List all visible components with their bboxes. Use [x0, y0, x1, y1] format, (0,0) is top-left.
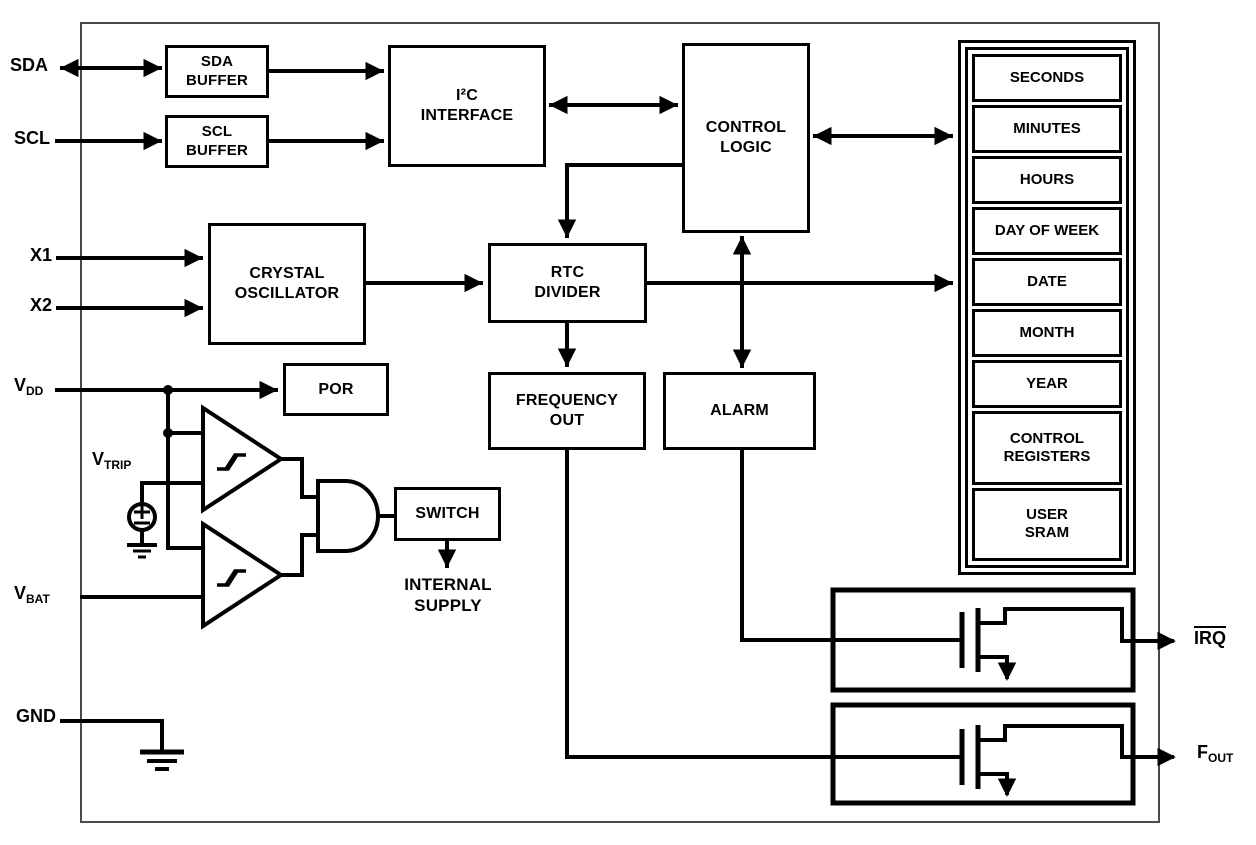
pin-vtrip-sub: TRIP	[104, 458, 132, 472]
hysteresis-icon	[217, 453, 246, 471]
wire-comp1-and	[279, 457, 318, 499]
pin-label-x2: X2	[30, 295, 53, 315]
hysteresis-icon	[217, 569, 246, 587]
pin-label-vbat: VBAT	[14, 583, 50, 606]
block-i2c-interface: I²C INTERFACE	[388, 45, 546, 167]
junction-dots	[163, 385, 173, 438]
block-rtc-divider: RTC DIVIDER	[488, 243, 647, 323]
pin-label-irq: IRQ	[1194, 628, 1227, 648]
pin-label-x1: X1	[30, 245, 53, 265]
register-row-user-sram: USER SRAM	[972, 487, 1122, 562]
block-crystal-oscillator: CRYSTAL OSCILLATOR	[208, 223, 366, 345]
comparator-icons	[201, 404, 285, 630]
mosfet-icon	[959, 724, 1176, 797]
wire-control-rtc	[557, 163, 684, 238]
wire-vtrip-comp1	[140, 481, 203, 506]
register-stack: SECONDS MINUTES HOURS DAY OF WEEK DATE M…	[965, 47, 1129, 568]
block-switch: SWITCH	[394, 487, 501, 541]
register-row-day-of-week: DAY OF WEEK	[972, 207, 1122, 256]
block-control-logic: CONTROL LOGIC	[682, 43, 810, 233]
wire-vdd-comp2	[166, 388, 203, 550]
junction-dot	[163, 428, 173, 438]
pin-fout-main: F	[1197, 742, 1208, 762]
pin-label-scl: SCL	[14, 128, 50, 148]
fout-driver	[830, 702, 1176, 806]
pin-label-vdd: VDD	[14, 375, 44, 398]
comparator-bottom-icon	[201, 520, 285, 630]
wire-gnd	[60, 719, 164, 752]
block-scl-buffer: SCL BUFFER	[165, 115, 269, 168]
register-row-control-registers: CONTROL REGISTERS	[972, 411, 1122, 485]
vtrip-source-icon	[127, 502, 157, 559]
register-row-seconds: SECONDS	[972, 54, 1122, 103]
chip-outline	[80, 22, 1160, 823]
pin-label-gnd: GND	[16, 706, 56, 726]
internal-supply-label: INTERNAL SUPPLY	[404, 575, 492, 615]
and-gate-icon	[316, 479, 380, 553]
pin-vtrip-main: V	[92, 449, 105, 469]
wire-freqout-foutfet	[565, 450, 962, 759]
block-alarm: ALARM	[663, 372, 816, 450]
wire-alarm-irqfet	[740, 450, 962, 642]
block-sda-buffer: SDA BUFFER	[165, 45, 269, 98]
register-row-hours: HOURS	[972, 156, 1122, 205]
junction-dot	[163, 385, 173, 395]
pin-label-vtrip: VTRIP	[92, 449, 132, 472]
signal-wires	[55, 58, 962, 759]
pin-vbat-main: V	[14, 583, 27, 603]
pin-fout-sub: OUT	[1208, 751, 1234, 765]
irq-driver	[830, 587, 1176, 693]
fout-driver-box	[830, 702, 1136, 806]
wire-comp2-and	[279, 533, 318, 577]
pin-vdd-main: V	[14, 375, 27, 395]
pin-vdd-sub: DD	[26, 384, 44, 398]
pin-label-sda: SDA	[10, 55, 49, 75]
block-por: POR	[283, 363, 389, 416]
comparator-top-icon	[201, 404, 285, 514]
register-row-month: MONTH	[972, 309, 1122, 358]
register-row-minutes: MINUTES	[972, 105, 1122, 154]
pin-vbat-sub: BAT	[26, 592, 50, 606]
register-row-date: DATE	[972, 258, 1122, 307]
pin-label-fout: FOUT	[1197, 742, 1234, 765]
block-frequency-out: FREQUENCY OUT	[488, 372, 646, 450]
ground-icon	[140, 749, 184, 771]
register-row-year: YEAR	[972, 360, 1122, 409]
mosfet-icon	[959, 607, 1176, 681]
